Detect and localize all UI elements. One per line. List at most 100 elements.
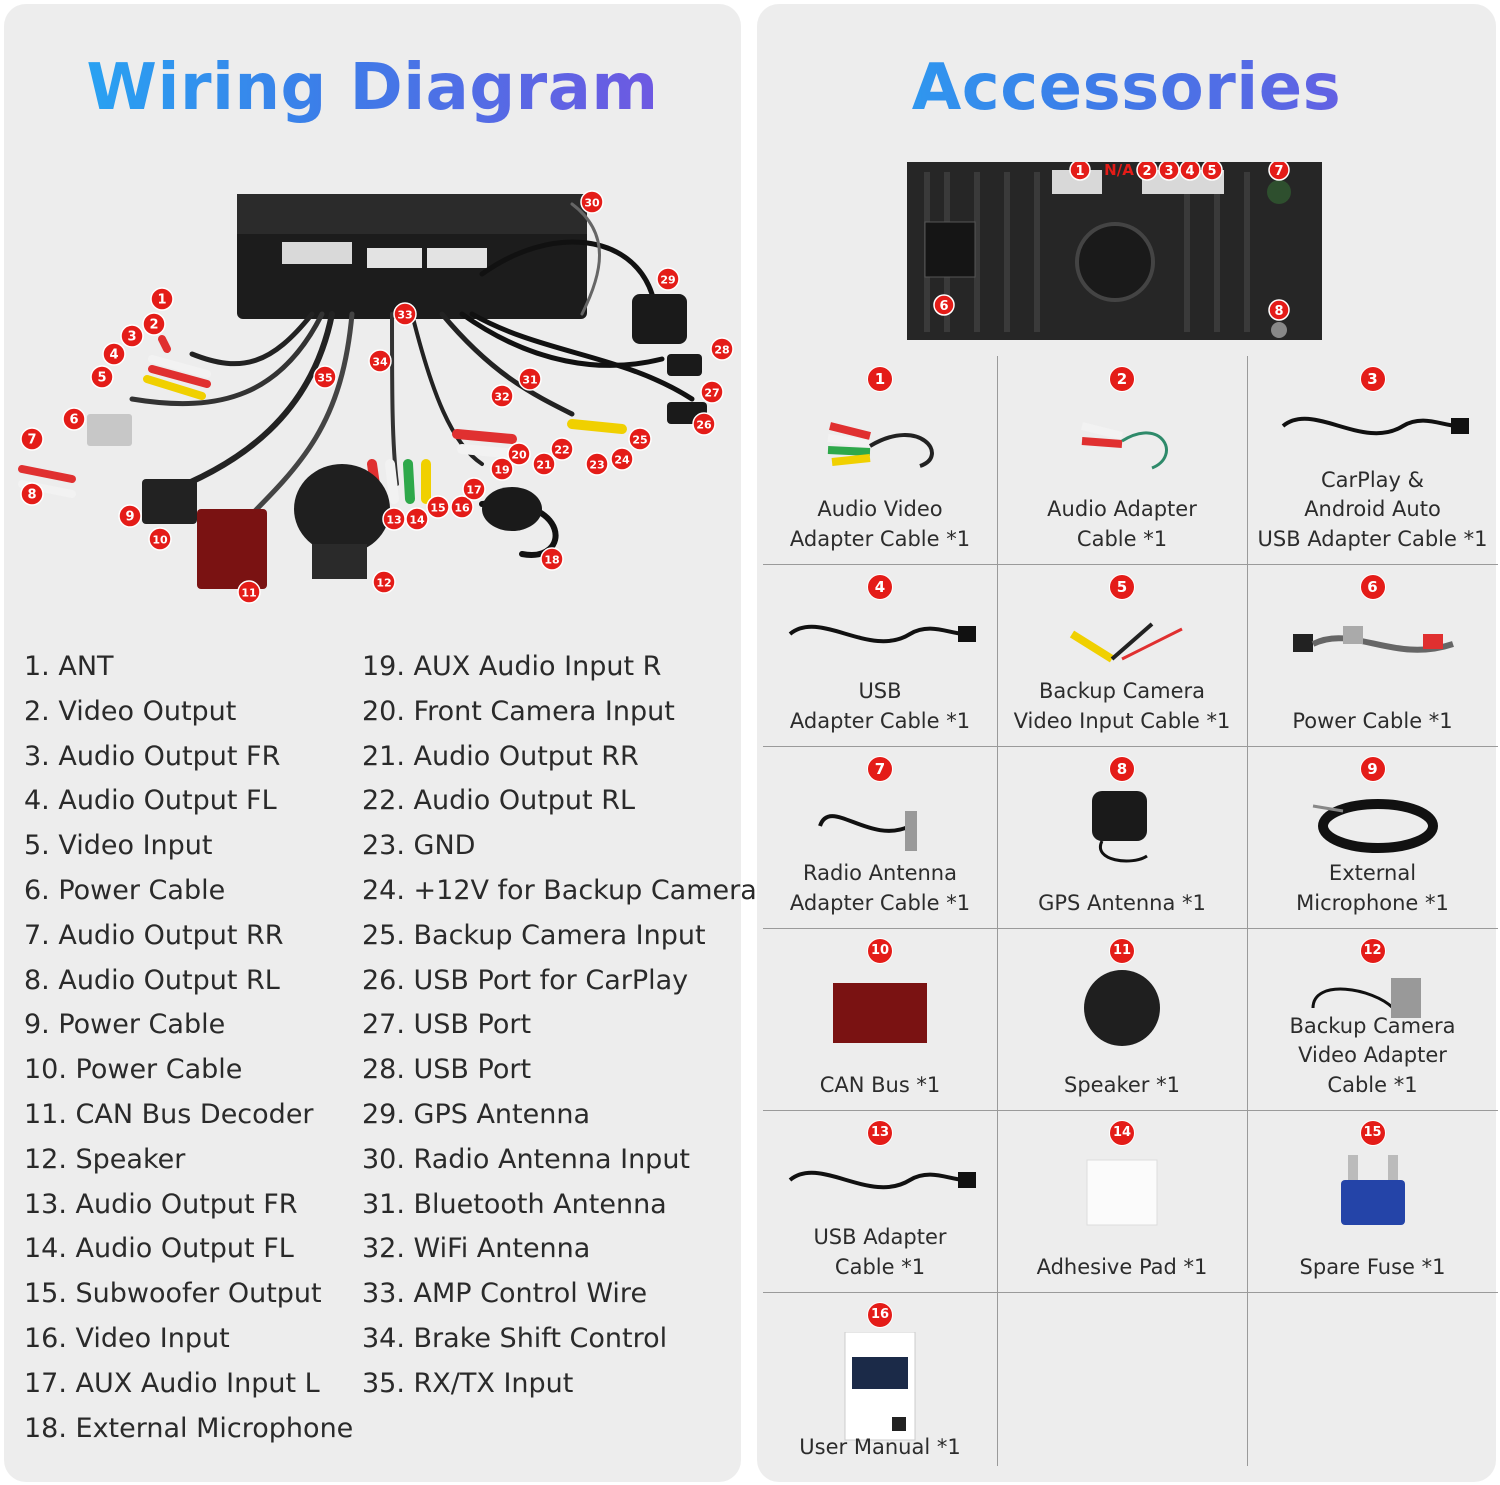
back-callout-number: 6 (939, 299, 948, 314)
accessory-label: Backup Camera Video Input Cable *1 (1013, 679, 1231, 733)
manual-icon (840, 1331, 920, 1446)
wiring-item: 31. Bluetooth Antenna (362, 1188, 667, 1220)
callout-number: 19 (494, 464, 509, 477)
callout-badge: 13 (382, 507, 406, 531)
callout-number: 16 (454, 502, 470, 515)
accessory-label: Radio Antenna Adapter Cable *1 (789, 861, 971, 915)
wiring-item: 25. Backup Camera Input (362, 919, 706, 951)
accessory-label: User Manual *1 (799, 1434, 961, 1459)
callout-badge: 17 (462, 477, 486, 501)
callout-badge: 3 (120, 324, 144, 348)
wiring-item: 30. Radio Antenna Input (362, 1143, 691, 1175)
wiring-item: 24. +12V for Backup Camera (362, 874, 757, 906)
callout-number: 13 (386, 514, 401, 527)
back-callout-number: N/A (1104, 162, 1134, 179)
wiring-panel: Wiring Diagram (4, 4, 757, 1482)
camera-cable-icon (1052, 604, 1192, 688)
wiring-item: 29. GPS Antenna (362, 1098, 590, 1130)
wiring-item: 20. Front Camera Input (362, 695, 675, 727)
power-cable-icon (1283, 604, 1463, 688)
callout-number: 4 (109, 348, 118, 363)
wiring-item: 5. Video Input (24, 830, 213, 862)
callout-number: 5 (97, 371, 106, 386)
callout-number: 25 (632, 434, 647, 447)
wiring-item: 15. Subwoofer Output (24, 1278, 322, 1310)
callout-number: 8 (27, 488, 36, 503)
callout-number: 14 (409, 514, 425, 527)
wiring-item: 26. USB Port for CarPlay (362, 964, 689, 996)
callout-number: 15 (430, 502, 445, 515)
accessory-label: Backup Camera Video Adapter Cable *1 (1289, 1013, 1456, 1097)
back-callout-number: 8 (1274, 304, 1283, 319)
gps-antenna-icon (1072, 786, 1172, 870)
callout-badge: 26 (692, 412, 716, 436)
head-unit (237, 194, 587, 319)
wiring-item: 18. External Microphone (24, 1412, 354, 1444)
camera-adapter-icon (1303, 968, 1443, 1052)
wiring-item: 22. Audio Output RL (362, 785, 636, 817)
callout-number: 1 (157, 293, 166, 308)
accessory-label: GPS Antenna *1 (1038, 890, 1206, 915)
accessory-label: CarPlay & Android Auto USB Adapter Cable… (1257, 467, 1488, 551)
accessory-label: USB Adapter Cable *1 (813, 1225, 947, 1279)
speaker-icon (1072, 968, 1172, 1052)
callout-number: 7 (27, 433, 36, 448)
callout-number: 35 (317, 372, 332, 385)
microphone-icon (1303, 786, 1443, 870)
callout-badge: 29 (656, 267, 680, 291)
wiring-item: 7. Audio Output RR (24, 919, 284, 951)
accessory-label: Spare Fuse *1 (1299, 1254, 1446, 1279)
accessory-number-badge: 6 (1359, 574, 1386, 600)
callout-number: 12 (376, 577, 391, 590)
callout-badge: 12 (372, 570, 396, 594)
callout-badge: 9 (118, 504, 142, 528)
callout-badge: 6 (62, 407, 86, 431)
callout-badge: 7 (20, 427, 44, 451)
wiring-item: 27. USB Port (362, 1009, 532, 1041)
callout-number: 33 (397, 309, 412, 322)
callout-number: 28 (714, 344, 729, 357)
wiring-item: 4. Audio Output FL (24, 785, 277, 817)
callout-number: 32 (494, 391, 509, 404)
callout-number: 18 (544, 554, 559, 567)
wiring-item: 33. AMP Control Wire (362, 1278, 648, 1310)
wiring-item: 14. Audio Output FL (24, 1233, 294, 1265)
audio-cable-icon (1052, 396, 1192, 480)
callout-number: 22 (554, 444, 569, 457)
callout-number: 20 (511, 449, 527, 462)
wiring-item: 19. AUX Audio Input R (362, 651, 662, 682)
power-connector-9 (142, 479, 197, 524)
callout-badge: 15 (426, 495, 450, 519)
accessory-number-badge: 12 (1359, 938, 1386, 964)
accessory-number-badge: 2 (1109, 366, 1135, 392)
accessories-title: Accessories (757, 52, 1496, 124)
grid-divider (763, 1292, 1498, 1293)
callout-number: 34 (372, 356, 388, 369)
accessory-number-badge: 13 (867, 1120, 893, 1146)
callout-number: 24 (614, 454, 630, 467)
grid-divider (997, 356, 998, 1466)
grid-divider (763, 746, 1498, 747)
antenna-cable-icon (810, 786, 950, 870)
accessory-label: Power Cable *1 (1292, 708, 1453, 733)
wiring-item: 12. Speaker (24, 1143, 186, 1175)
accessory-number-badge: 7 (867, 756, 893, 782)
callout-number: 10 (152, 534, 168, 547)
callout-badge: 2 (142, 312, 166, 336)
callout-badge: 32 (490, 384, 514, 408)
grid-divider (763, 1110, 1498, 1111)
callout-number: 31 (522, 374, 537, 387)
callout-badge: 28 (710, 337, 734, 361)
accessory-number-badge: 10 (867, 938, 893, 964)
callout-badge: 30 (580, 190, 604, 214)
